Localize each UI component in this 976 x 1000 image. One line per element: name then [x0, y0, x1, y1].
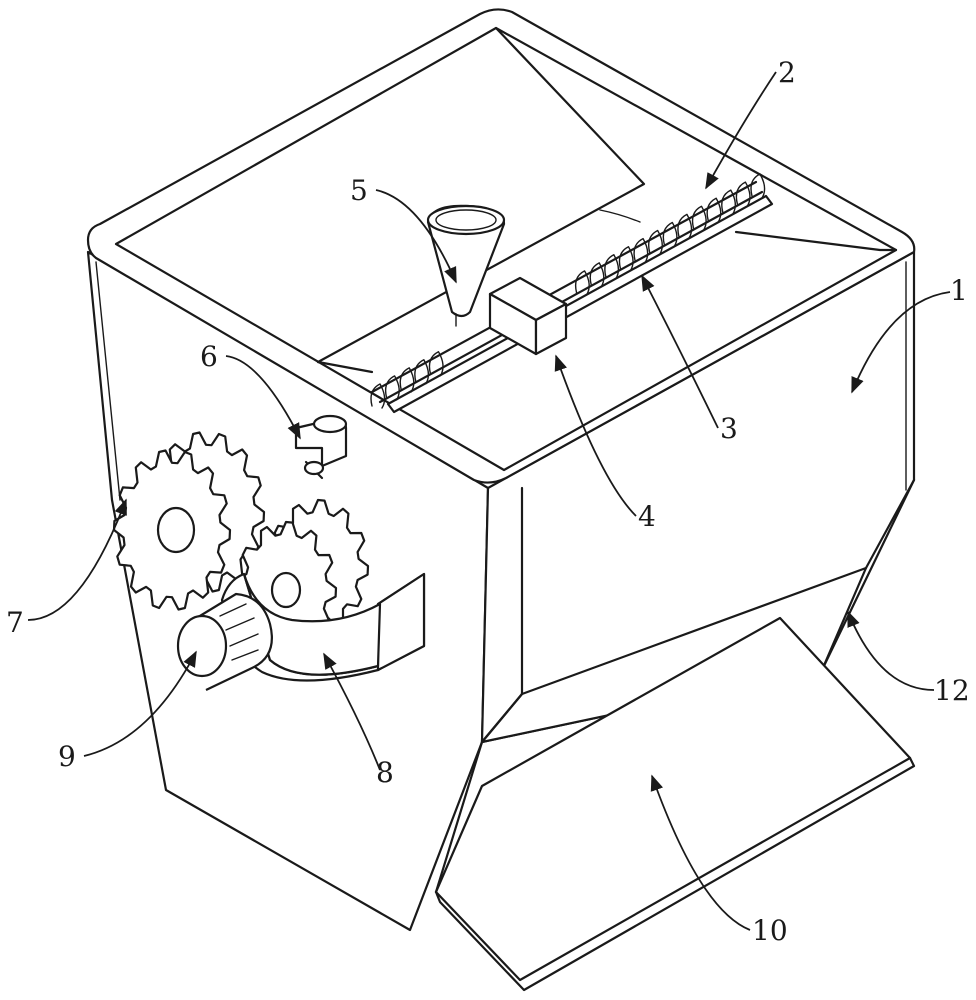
screw-flight	[721, 189, 737, 215]
guide-rail	[386, 194, 774, 414]
label-12: 12	[934, 674, 970, 707]
screw-flight	[604, 254, 620, 280]
screw-flight	[662, 221, 678, 248]
screw-flight	[750, 173, 766, 199]
screw-flight	[735, 181, 751, 207]
screw-flight	[370, 383, 386, 409]
label-6: 6	[200, 340, 218, 373]
screw-flight	[428, 350, 444, 377]
screw-flights	[370, 173, 766, 409]
screw-flight	[706, 197, 722, 223]
label-4: 4	[638, 500, 656, 533]
motor-bracket	[220, 572, 426, 682]
screw-flight	[647, 229, 663, 256]
screw-flight	[574, 270, 590, 296]
label-10: 10	[752, 914, 788, 947]
screw-flight	[414, 359, 430, 385]
label-7: 7	[6, 606, 24, 639]
label-3: 3	[720, 412, 738, 445]
screw-flight	[633, 237, 649, 264]
housing-body	[86, 8, 916, 932]
funnel	[426, 204, 506, 327]
discharge-tray	[434, 616, 916, 992]
leader-lines	[27, 71, 951, 931]
screw-flight	[691, 205, 707, 232]
label-9: 9	[58, 740, 76, 773]
label-5: 5	[350, 174, 368, 207]
part-labels: 1 2 3 4 5 6 7 8 9 10 12	[6, 56, 970, 947]
side-pin	[294, 414, 348, 480]
motor	[176, 592, 273, 691]
large-gear	[112, 431, 266, 611]
screw-assembly	[370, 173, 774, 414]
screw-flight	[589, 262, 605, 288]
screw-flight	[677, 213, 693, 240]
inner-hopper	[316, 26, 898, 374]
label-2: 2	[778, 56, 796, 89]
screw-flight	[384, 375, 400, 401]
screw-flight	[399, 367, 415, 393]
label-8: 8	[376, 756, 394, 789]
slider-block	[488, 276, 568, 356]
screw-flight	[618, 245, 634, 272]
label-1: 1	[950, 274, 968, 307]
